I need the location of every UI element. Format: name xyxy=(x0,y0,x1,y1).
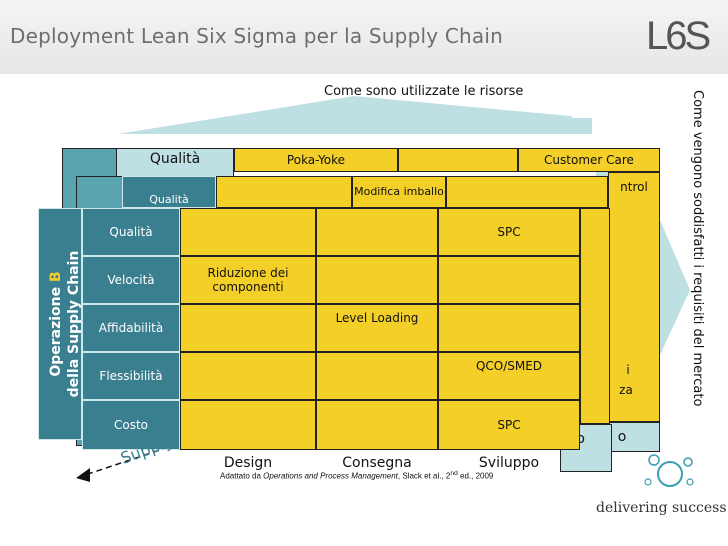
resources-label: Come sono utilizzate le risorse xyxy=(324,84,524,99)
supply-arrow-line xyxy=(81,443,179,477)
cell-velocita-sviluppo xyxy=(438,256,580,304)
back-partial-i: i xyxy=(626,362,630,377)
cell-qualita-design xyxy=(180,208,316,256)
brand-tagline: delivering success xyxy=(596,500,727,516)
mid-label-cell: Qualità xyxy=(122,176,216,208)
front-side-block xyxy=(38,208,82,440)
column-sviluppo: Sviluppo xyxy=(478,455,540,471)
roof-shape xyxy=(118,96,592,134)
row-label-costo: Costo xyxy=(82,400,180,450)
row-label-affidabilita: Affidabilità xyxy=(82,304,180,352)
mid-cell-empty-2 xyxy=(446,176,608,208)
cell-flessibilita-consegna xyxy=(316,352,438,400)
cell-flessibilita-sviluppo: QCO/SMED xyxy=(438,352,580,400)
back-partial-ntrol: ntrol xyxy=(620,179,648,194)
cell-affidabilita-design xyxy=(180,304,316,352)
cell-velocita-consegna xyxy=(316,256,438,304)
page-title: Deployment Lean Six Sigma per la Supply … xyxy=(10,24,503,48)
cell-flessibilita-design xyxy=(180,352,316,400)
drops-logo-icon xyxy=(644,454,694,487)
l6s-logo: L6S xyxy=(646,10,711,66)
market-requirements-label: Come vengono soddisfatti i requisiti del… xyxy=(690,90,705,407)
cell-qualita-sviluppo: SPC xyxy=(438,208,580,256)
source-credit: Adattato da Operations and Process Manag… xyxy=(220,470,494,481)
back-cell-pokayoke: Poka-Yoke xyxy=(234,148,398,172)
back-cell-empty xyxy=(398,148,518,172)
cell-qualita-consegna xyxy=(316,208,438,256)
cell-costo-sviluppo: SPC xyxy=(438,400,580,450)
row-label-flessibilita: Flessibilità xyxy=(82,352,180,400)
supply-arrow-head xyxy=(76,468,90,482)
cell-affidabilita-sviluppo xyxy=(438,304,580,352)
back-partial-za: za xyxy=(619,382,633,397)
row-label-qualita: Qualità xyxy=(82,208,180,256)
mid-right-column xyxy=(580,208,610,424)
cell-velocita-design: Riduzione dei componenti xyxy=(180,256,316,304)
mid-cell-modifica-imballo: Modifica imballo xyxy=(352,176,446,208)
cell-costo-consegna xyxy=(316,400,438,450)
cell-affidabilita-consegna: Level Loading xyxy=(316,304,438,352)
mid-cell-empty-1 xyxy=(216,176,352,208)
roof-gap xyxy=(572,96,628,118)
back-label-cell: Qualità xyxy=(116,148,234,178)
title-bar xyxy=(0,0,728,74)
logo-text: L6S xyxy=(646,14,711,58)
column-consegna: Consegna xyxy=(342,455,412,471)
row-label-velocita: Velocità xyxy=(82,256,180,304)
cell-costo-design xyxy=(180,400,316,450)
back-cell-customer-care: Customer Care xyxy=(518,148,660,172)
column-design: Design xyxy=(223,455,273,471)
